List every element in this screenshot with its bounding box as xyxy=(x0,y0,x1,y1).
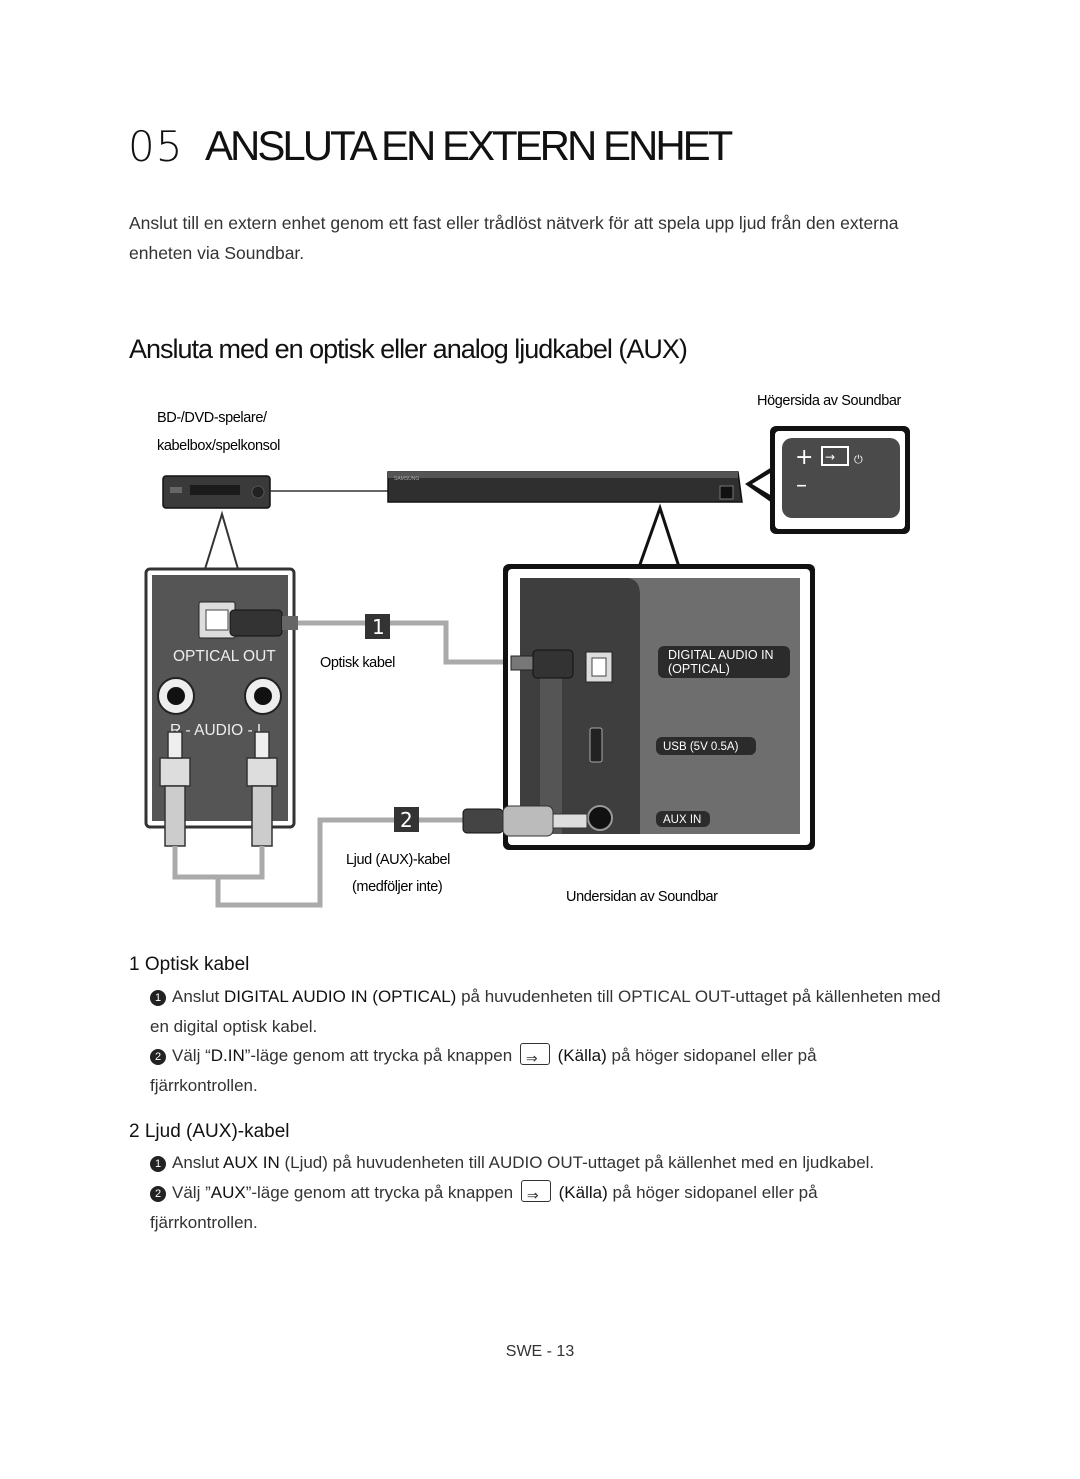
chapter-number: 05 xyxy=(128,122,184,171)
svg-text:DIGITAL AUDIO IN: DIGITAL AUDIO IN xyxy=(668,648,774,662)
svg-text:→: → xyxy=(825,450,835,464)
page-number: SWE - 13 xyxy=(505,1343,575,1360)
svg-text:SAMSUNG: SAMSUNG xyxy=(394,476,419,482)
plus-icon: + xyxy=(795,445,813,470)
intro-paragraph: Anslut till en extern enhet genom ett fa… xyxy=(129,213,899,263)
section-title: Ansluta med en optisk eller analog ljudk… xyxy=(129,334,688,364)
svg-text:1: 1 xyxy=(372,615,385,639)
svg-text:(OPTICAL): (OPTICAL) xyxy=(668,662,730,676)
label-right-side: Högersida av Soundbar xyxy=(757,393,902,409)
soundbar-bottom-panel: DIGITAL AUDIO IN (OPTICAL) USB (5V 0.5A)… xyxy=(503,564,815,850)
connection-diagram: BD-/DVD-spelare/ kabelbox/spelkonsol Hög… xyxy=(144,393,910,908)
source-icon xyxy=(520,1180,551,1210)
step-marker: 2 xyxy=(150,1186,166,1202)
svg-text:USB (5V 0.5A): USB (5V 0.5A) xyxy=(663,741,739,753)
label-source-line2: kabelbox/spelkonsol xyxy=(157,438,280,454)
minus-icon: – xyxy=(796,473,807,498)
callout-2-badge xyxy=(394,807,419,832)
soundbar-icon: SAMSUNG xyxy=(387,471,743,503)
step-marker: 2 xyxy=(150,1049,166,1065)
chapter-title: ANSLUTA EN EXTERN ENHET xyxy=(205,122,733,169)
svg-text:AUX IN: AUX IN xyxy=(663,814,701,826)
svg-text:(medföljer inte): (medföljer inte) xyxy=(352,879,442,895)
svg-text:Ljud (AUX)-kabel: Ljud (AUX)-kabel xyxy=(346,852,450,868)
svg-text:Undersidan av Soundbar: Undersidan av Soundbar xyxy=(566,889,718,905)
source-button-icon xyxy=(821,446,849,466)
label-source-line1: BD-/DVD-spelare/ xyxy=(157,410,268,426)
svg-text:Optisk kabel: Optisk kabel xyxy=(320,655,395,671)
aux-plug xyxy=(462,805,588,837)
svg-text:R - AUDIO - L: R - AUDIO - L xyxy=(170,722,266,739)
power-icon: ⏻ xyxy=(854,453,863,466)
subsection-2-heading: 2 Ljud (AUX)-kabel xyxy=(129,1121,290,1142)
right-side-panel-callout: + – → ⏻ xyxy=(745,426,910,534)
svg-text:2: 2 xyxy=(400,808,413,832)
step-marker: 1 xyxy=(150,1156,166,1172)
callout-1-badge xyxy=(365,614,390,639)
subsection-1-heading: 1 Optisk kabel xyxy=(129,954,250,975)
source-icon xyxy=(519,1043,550,1073)
rca-plug-left xyxy=(246,731,278,847)
step-marker: 1 xyxy=(150,990,166,1006)
source-device-icon xyxy=(162,475,271,509)
svg-text:OPTICAL OUT: OPTICAL OUT xyxy=(173,648,276,665)
rca-plug-right xyxy=(159,731,191,847)
